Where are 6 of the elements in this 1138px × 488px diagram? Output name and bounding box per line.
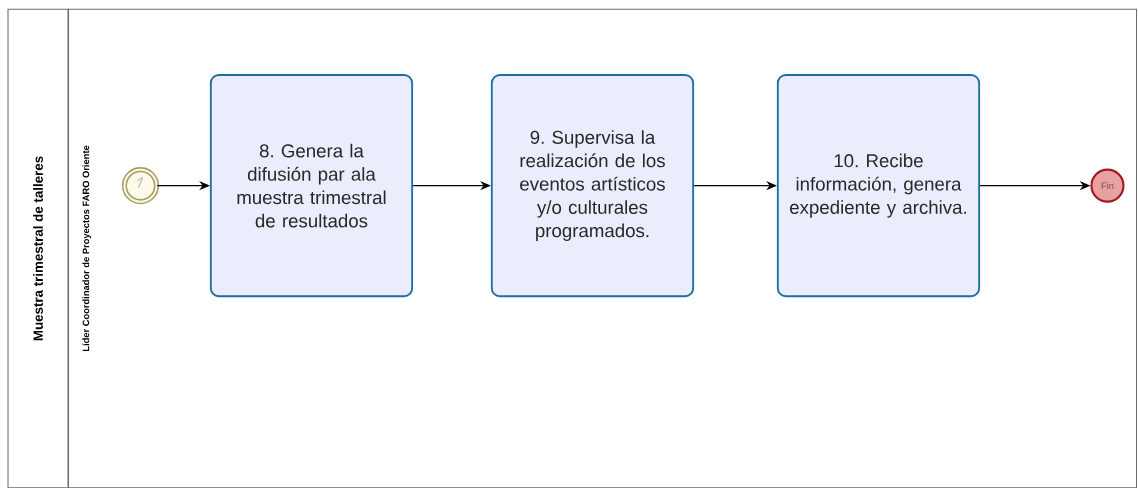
task-box: 8. Genera la difusión par ala muestra trimestral de resultados (209, 74, 414, 298)
start-event (121, 167, 160, 205)
pool-header: Muestra trimestral de talleres (7, 8, 69, 488)
task-box: 10. Recibe información, genera expediente y archiva. (776, 74, 981, 298)
end-event: Fin (1090, 168, 1125, 203)
task-box: 9. Supervisa la realización de los eventos artísticos y/o culturales programados. (490, 74, 695, 298)
